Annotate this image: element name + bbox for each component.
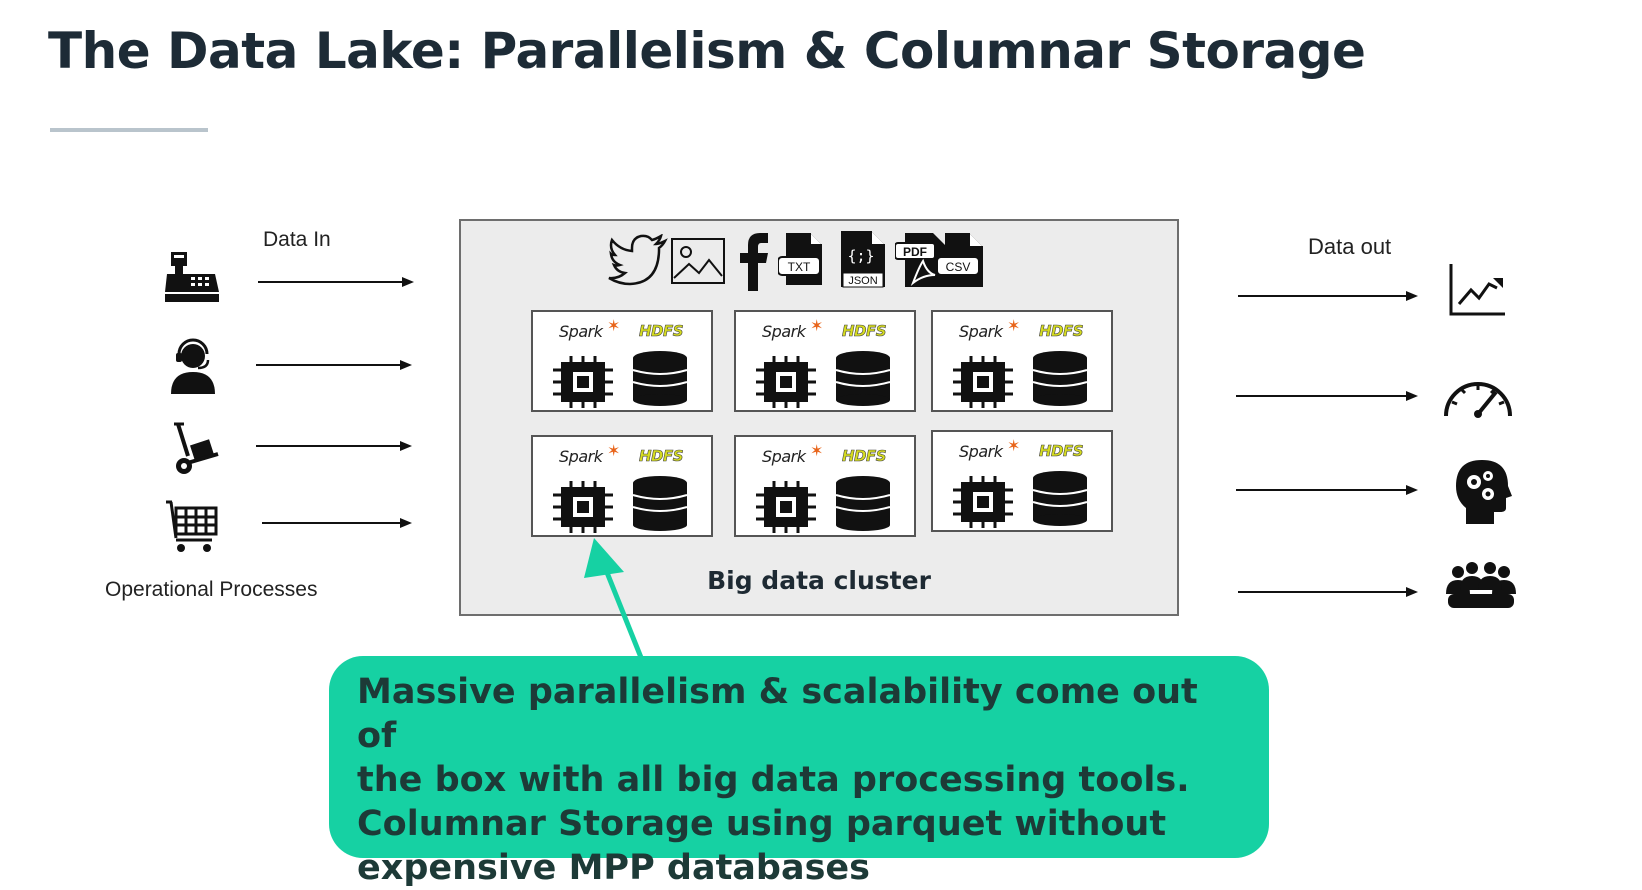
- data-out-arrow-2: [1236, 391, 1418, 401]
- title-underline: [50, 128, 208, 132]
- callout-line-3: Columnar Storage using parquet without: [357, 804, 1167, 844]
- database-icon: [632, 351, 688, 406]
- callout-line-4: expensive MPP databases: [357, 848, 871, 888]
- data-in-label: Data In: [263, 228, 331, 251]
- pdf-file-tag: PDF: [903, 245, 927, 259]
- database-icon: [835, 351, 891, 406]
- callout-box: Massive parallelism & scalability come o…: [329, 656, 1269, 888]
- spark-label: Spark: [762, 322, 806, 341]
- operational-processes-label: Operational Processes: [105, 578, 318, 601]
- cpu-chip-icon: [756, 356, 816, 408]
- hand-truck-icon: [174, 422, 219, 474]
- data-out-arrow-1: [1238, 291, 1418, 301]
- cluster-node: Spark ✶ HDFS: [931, 430, 1113, 532]
- spark-label: Spark: [762, 447, 806, 466]
- data-in-arrow-4: [262, 518, 412, 528]
- head-gears-icon: [1456, 460, 1512, 524]
- json-file-icon: {;} JSON: [841, 231, 885, 288]
- callout-line-2: the box with all big data processing too…: [357, 760, 1190, 800]
- csv-file-tag: CSV: [946, 260, 971, 274]
- txt-file-tag: TXT: [788, 260, 811, 274]
- speedometer-icon: [1444, 382, 1512, 418]
- txt-file-icon: TXT: [778, 233, 822, 285]
- spark-star-icon: ✶: [810, 318, 824, 335]
- hdfs-label: HDFS: [639, 447, 684, 466]
- spark-label: Spark: [559, 322, 603, 341]
- facebook-icon: [740, 233, 768, 291]
- cluster-node: Spark ✶ HDFS: [734, 435, 916, 537]
- big-data-cluster-label: Big data cluster: [707, 566, 931, 595]
- cluster-node: Spark ✶ HDFS: [734, 310, 916, 412]
- cpu-chip-icon: [953, 356, 1013, 408]
- slide-title: The Data Lake: Parallelism & Columnar St…: [48, 22, 1366, 80]
- hdfs-label: HDFS: [842, 447, 887, 466]
- data-out-label: Data out: [1308, 234, 1392, 259]
- spark-star-icon: ✶: [607, 318, 621, 335]
- data-in-arrow-1: [258, 277, 414, 287]
- pdf-file-icon: PDF: [895, 233, 945, 287]
- json-file-tag: JSON: [848, 275, 877, 287]
- spark-star-icon: ✶: [607, 443, 621, 460]
- cash-register-icon: [165, 252, 219, 302]
- hdfs-label: HDFS: [1039, 442, 1084, 461]
- customer-service-icon: [171, 338, 215, 394]
- team-icon: [1446, 562, 1516, 608]
- database-icon: [632, 476, 688, 531]
- database-icon: [1032, 471, 1088, 526]
- csv-file-icon: CSV: [937, 233, 983, 287]
- data-in-arrow-2: [256, 360, 412, 370]
- svg-text:{;}: {;}: [847, 247, 874, 265]
- spark-label: Spark: [959, 442, 1003, 461]
- hdfs-label: HDFS: [639, 322, 684, 341]
- database-icon: [835, 476, 891, 531]
- twitter-icon: [608, 234, 668, 286]
- data-out-arrow-4: [1238, 587, 1418, 597]
- spark-label: Spark: [959, 322, 1003, 341]
- big-data-cluster: TXT {;} JSON PDF CSV Spark ✶ HDFS Spark: [459, 219, 1179, 616]
- spark-star-icon: ✶: [1007, 318, 1021, 335]
- shopping-cart-icon: [166, 500, 218, 552]
- spark-label: Spark: [559, 447, 603, 466]
- spark-star-icon: ✶: [1007, 438, 1021, 455]
- cpu-chip-icon: [553, 481, 613, 533]
- database-icon: [1032, 351, 1088, 406]
- hdfs-label: HDFS: [1039, 322, 1084, 341]
- cluster-node: Spark ✶ HDFS: [931, 310, 1113, 412]
- cpu-chip-icon: [756, 481, 816, 533]
- spark-star-icon: ✶: [810, 443, 824, 460]
- cpu-chip-icon: [553, 356, 613, 408]
- image-icon: [671, 238, 725, 284]
- callout-pointer-arrow: [584, 538, 645, 661]
- hdfs-label: HDFS: [842, 322, 887, 341]
- line-chart-icon: [1449, 264, 1505, 316]
- data-out-arrow-3: [1236, 485, 1418, 495]
- cpu-chip-icon: [953, 476, 1013, 528]
- callout-line-1: Massive parallelism & scalability come o…: [357, 672, 1198, 756]
- cluster-node: Spark ✶ HDFS: [531, 435, 713, 537]
- cluster-node: Spark ✶ HDFS: [531, 310, 713, 412]
- data-in-arrow-3: [256, 441, 412, 451]
